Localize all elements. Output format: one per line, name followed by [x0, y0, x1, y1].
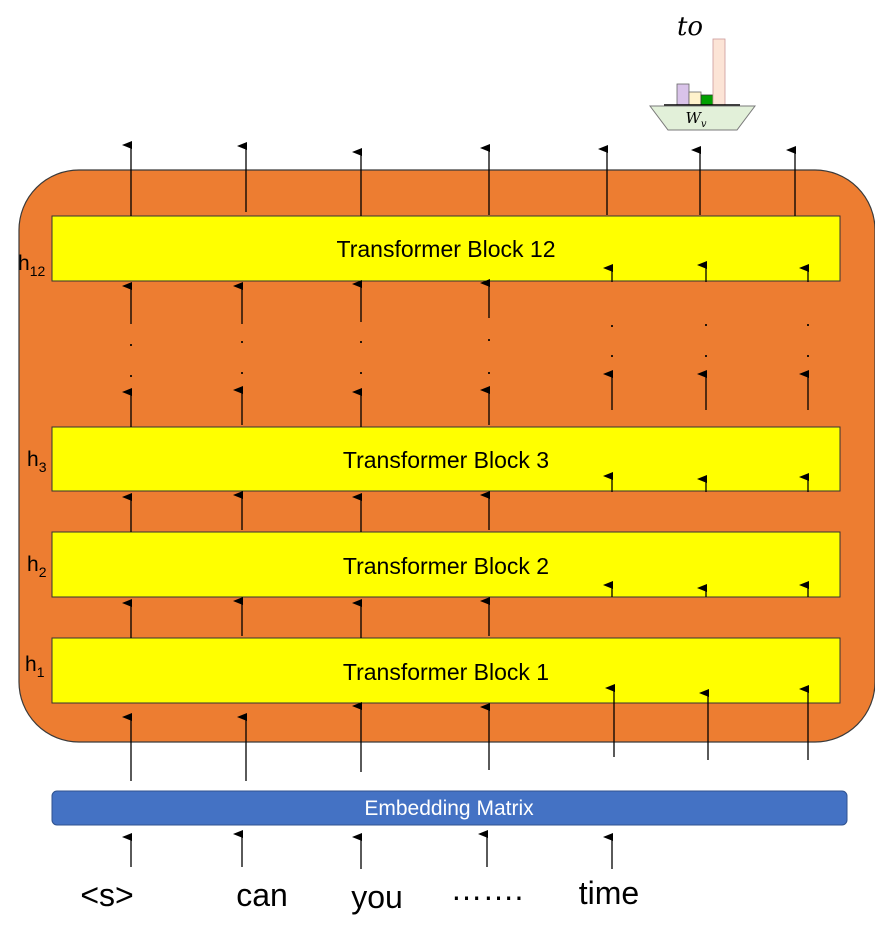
ellipsis-dot: . — [486, 358, 491, 378]
embedding-label: Embedding Matrix — [364, 797, 534, 820]
ellipsis-dot: . — [128, 361, 133, 381]
transformer-block-12: Transformer Block 12 h12 — [18, 215, 841, 282]
input-tokens: <s> can you ……. time — [80, 871, 639, 915]
ellipsis-dot: . — [609, 311, 614, 331]
output-word: to — [677, 12, 703, 42]
block-label-12: Transformer Block 12 — [337, 236, 556, 262]
hidden-label-12: h12 — [18, 252, 45, 279]
ellipsis-dots: .............. — [128, 310, 810, 381]
hidden-label-2: h2 — [27, 553, 47, 580]
ellipsis-dot: . — [358, 358, 363, 378]
ellipsis-dot: . — [239, 327, 244, 347]
ellipsis-dot: . — [358, 327, 363, 347]
transformer-block-2: Transformer Block 2 h2 — [27, 531, 841, 598]
output-projection: to Wv — [649, 12, 756, 131]
block-label-3: Transformer Block 3 — [343, 447, 549, 473]
ellipsis-dot: . — [703, 310, 708, 330]
hidden-label-1: h1 — [25, 653, 45, 680]
token-time: time — [579, 875, 639, 911]
block-label-1: Transformer Block 1 — [343, 659, 549, 685]
wv-matrix-shape — [649, 105, 756, 131]
ellipsis-dot: . — [486, 325, 491, 345]
embedding-matrix: Embedding Matrix — [51, 790, 848, 826]
ellipsis-dot: . — [805, 310, 810, 330]
ellipsis-dot: . — [239, 358, 244, 378]
token-s: <s> — [80, 877, 133, 913]
arrows-layer — [122, 141, 809, 869]
ellipsis-dot: . — [703, 341, 708, 361]
wv-label: Wv — [685, 109, 706, 130]
transformer-block-3: Transformer Block 3 h3 — [27, 426, 841, 492]
ellipsis-dot: . — [805, 341, 810, 361]
bar-chart-icon — [664, 38, 740, 106]
ellipsis-dot: . — [609, 341, 614, 361]
hidden-label-3: h3 — [27, 448, 47, 475]
token-you: you — [351, 879, 403, 915]
ellipsis-dot: . — [128, 330, 133, 350]
token-ellipsis: ……. — [451, 871, 524, 907]
transformer-block-1: Transformer Block 1 h1 — [25, 637, 841, 704]
block-label-2: Transformer Block 2 — [343, 553, 549, 579]
token-can: can — [236, 877, 288, 913]
